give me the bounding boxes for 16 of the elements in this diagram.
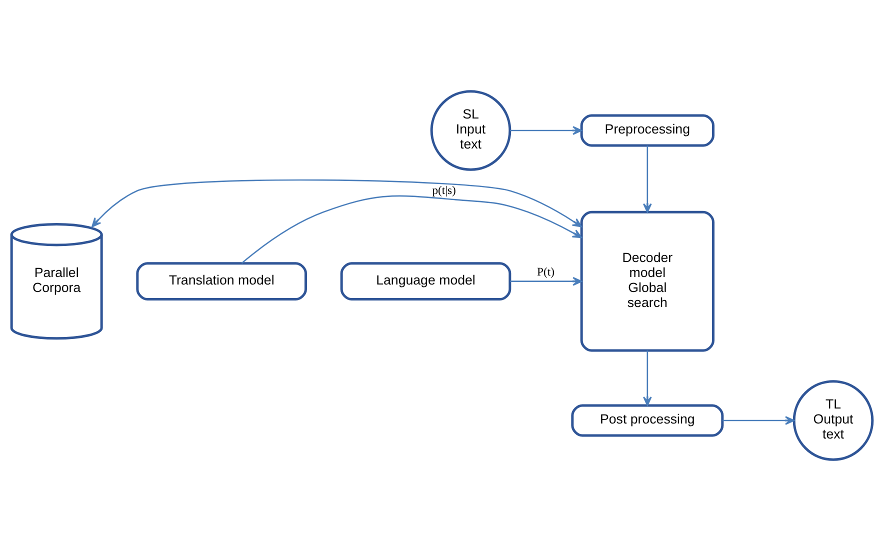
node-box: Preprocessing bbox=[580, 114, 714, 146]
arrow bbox=[510, 126, 582, 134]
edge-label: P(t) bbox=[537, 265, 554, 278]
arrow bbox=[643, 350, 652, 406]
node-box: Decoder model Global search bbox=[580, 210, 714, 352]
edge-label: p(t|s) bbox=[432, 184, 456, 196]
node-circle: SL Input text bbox=[430, 90, 512, 170]
arrow bbox=[643, 145, 652, 212]
node-box: Post processing bbox=[571, 404, 724, 436]
arrow bbox=[241, 194, 582, 264]
arrow bbox=[92, 178, 582, 227]
arrow bbox=[510, 276, 582, 286]
arrow bbox=[722, 416, 795, 424]
node-circle: TL Output text bbox=[792, 380, 874, 460]
node-box: Language model bbox=[340, 262, 512, 300]
node-box: Translation model bbox=[136, 262, 307, 300]
